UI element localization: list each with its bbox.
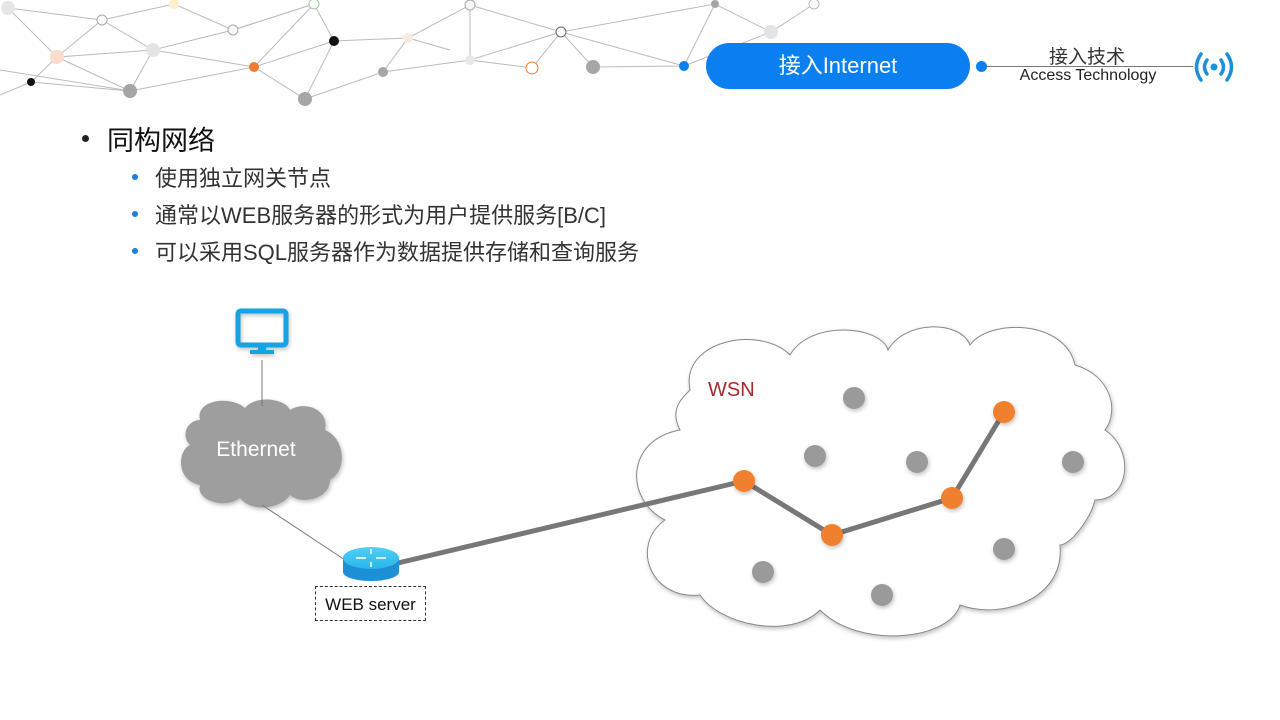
bullet-list: 同构网络 使用独立网关节点 通常以WEB服务器的形式为用户提供服务[B/C] 可… xyxy=(82,118,639,269)
list-item-text: 使用独立网关节点 xyxy=(155,165,332,191)
bullet-dot xyxy=(132,210,138,217)
sensor-node xyxy=(752,561,774,583)
decorative-network-mesh xyxy=(0,0,820,106)
sensor-node xyxy=(804,445,826,467)
route-node xyxy=(993,401,1015,423)
sensor-node xyxy=(1062,451,1084,473)
router-icon xyxy=(343,547,399,581)
router-wsn-link xyxy=(397,478,745,566)
bullet-dot xyxy=(132,173,138,180)
route-node xyxy=(733,470,755,492)
bullet-dot xyxy=(82,134,89,142)
section-divider-line xyxy=(987,66,1193,67)
list-item: 使用独立网关节点 xyxy=(132,158,639,195)
connector-dot xyxy=(976,61,987,72)
sensor-node xyxy=(993,538,1015,560)
wsn-route xyxy=(742,410,1007,538)
sensor-node xyxy=(906,451,928,473)
route-node xyxy=(821,524,843,546)
ethernet-cloud xyxy=(180,399,342,508)
access-internet-badge: 接入Internet xyxy=(706,43,970,89)
list-item-text: 可以采用SQL服务器作为数据提供存储和查询服务 xyxy=(155,239,640,265)
ethernet-label: Ethernet xyxy=(216,438,296,461)
list-item: 通常以WEB服务器的形式为用户提供服务[B/C] xyxy=(132,195,639,232)
list-item: 可以采用SQL服务器作为数据提供存储和查询服务 xyxy=(132,232,639,269)
heading-text: 同构网络 xyxy=(107,125,215,156)
monitor-icon xyxy=(235,308,289,354)
sensor-node xyxy=(871,584,893,606)
bullet-dot xyxy=(132,247,138,254)
list-item-text: 通常以WEB服务器的形式为用户提供服务[B/C] xyxy=(155,202,607,228)
wsn-label: WSN xyxy=(708,379,755,401)
web-server-label: WEB server xyxy=(315,586,426,621)
wireless-signal-icon xyxy=(1194,52,1234,82)
section-title-cn: 接入技术 xyxy=(1048,47,1125,68)
route-node xyxy=(941,487,963,509)
bullet-heading: 同构网络 xyxy=(82,118,639,158)
sensor-node xyxy=(843,387,865,409)
section-title-en: Access Technology xyxy=(1019,67,1157,84)
ethernet-router-link xyxy=(261,504,346,561)
